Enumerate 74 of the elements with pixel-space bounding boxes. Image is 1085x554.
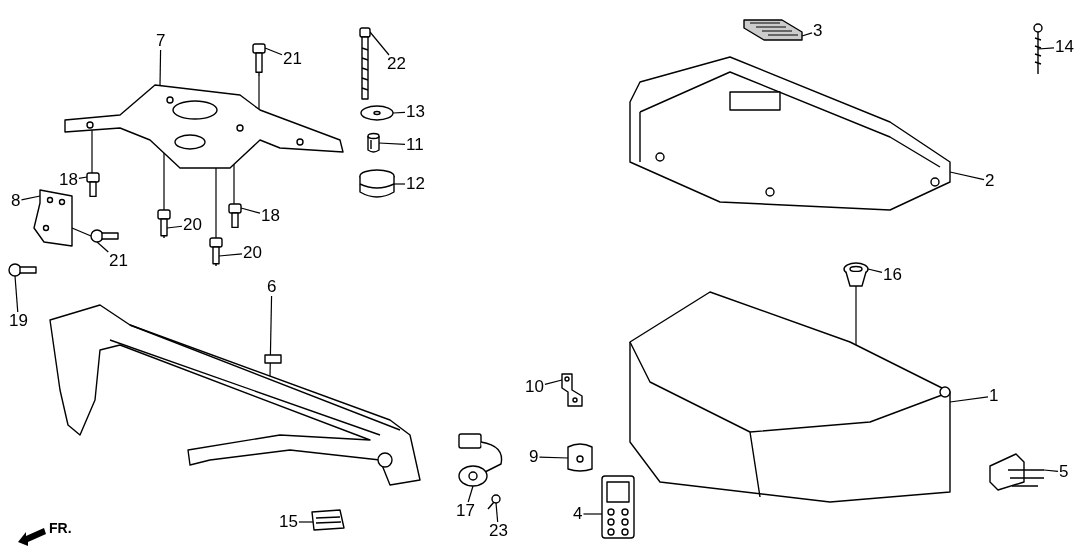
callout-number: 21 <box>108 252 129 270</box>
callout-number: 19 <box>8 312 29 330</box>
callout-number: 5 <box>1058 463 1070 481</box>
bolt-icon <box>84 173 100 197</box>
direction-label: FR. <box>48 519 73 537</box>
callout-number: 2 <box>984 172 996 190</box>
callout-number: 20 <box>242 244 263 262</box>
leader-line <box>1043 469 1059 473</box>
leader-line <box>392 111 406 114</box>
pad-icon <box>310 508 346 532</box>
bracket-drawing <box>32 188 76 248</box>
bolt-icon <box>207 238 225 266</box>
callout-number: 15 <box>278 513 299 531</box>
callout-number: 22 <box>386 55 407 73</box>
assembly-line <box>91 129 93 174</box>
callout-number: 13 <box>405 103 426 121</box>
leader-line <box>78 176 88 179</box>
leader-line <box>166 225 183 229</box>
callout-number: 14 <box>1054 38 1075 56</box>
callout-number: 9 <box>528 448 540 466</box>
leader-line <box>495 502 499 523</box>
washer-icon <box>360 105 394 121</box>
label-plate-icon <box>742 18 804 42</box>
leader-line <box>582 513 603 515</box>
leader-line <box>269 295 273 377</box>
leader-line <box>218 253 243 257</box>
leader-line <box>20 195 41 201</box>
leader-line <box>14 275 19 313</box>
assembly-line <box>258 75 260 110</box>
callout-number: 18 <box>58 171 79 189</box>
bolt-icon <box>226 204 242 228</box>
screw-icon <box>1032 24 1044 76</box>
callout-number: 16 <box>882 266 903 284</box>
bolt-icon <box>90 228 120 245</box>
collar-icon <box>367 132 380 154</box>
leader-line <box>1037 47 1055 50</box>
clip-icon <box>560 372 584 408</box>
assembly-line <box>855 285 857 346</box>
leader-line <box>96 241 109 253</box>
callout-number: 23 <box>488 522 509 540</box>
grommet-icon <box>842 262 870 288</box>
leader-line <box>378 142 406 146</box>
callout-number: 7 <box>155 32 167 50</box>
bolt-icon <box>358 28 372 100</box>
callout-number: 8 <box>10 192 22 210</box>
callout-number: 10 <box>524 378 545 396</box>
leader-line <box>264 47 283 56</box>
leader-line <box>467 485 474 503</box>
leader-line <box>393 183 406 185</box>
callout-number: 11 <box>405 136 425 154</box>
callout-number: 12 <box>405 175 426 193</box>
leader-line <box>298 521 314 523</box>
leader-line <box>538 456 569 459</box>
screw-icon <box>484 494 502 511</box>
callout-number: 21 <box>282 50 303 68</box>
callout-number: 17 <box>455 502 476 520</box>
callout-number: 1 <box>988 387 1000 405</box>
leader-line <box>159 49 162 87</box>
grommet-icon <box>566 443 594 473</box>
leader-line <box>867 268 883 274</box>
callout-number: 6 <box>266 278 278 296</box>
bolt-icon <box>155 210 173 238</box>
callout-number: 4 <box>572 505 584 523</box>
bolt-icon <box>250 44 268 76</box>
leader-line <box>240 207 261 214</box>
assembly-line <box>215 167 217 239</box>
callout-number: 3 <box>812 22 824 40</box>
leader-line <box>544 379 563 385</box>
callout-number: 20 <box>182 216 203 234</box>
connector-icon <box>988 452 1046 492</box>
rubber-mount-icon <box>358 168 396 200</box>
gasket-drawing <box>600 474 636 540</box>
leader-line <box>369 31 390 56</box>
callout-number: 18 <box>260 207 281 225</box>
